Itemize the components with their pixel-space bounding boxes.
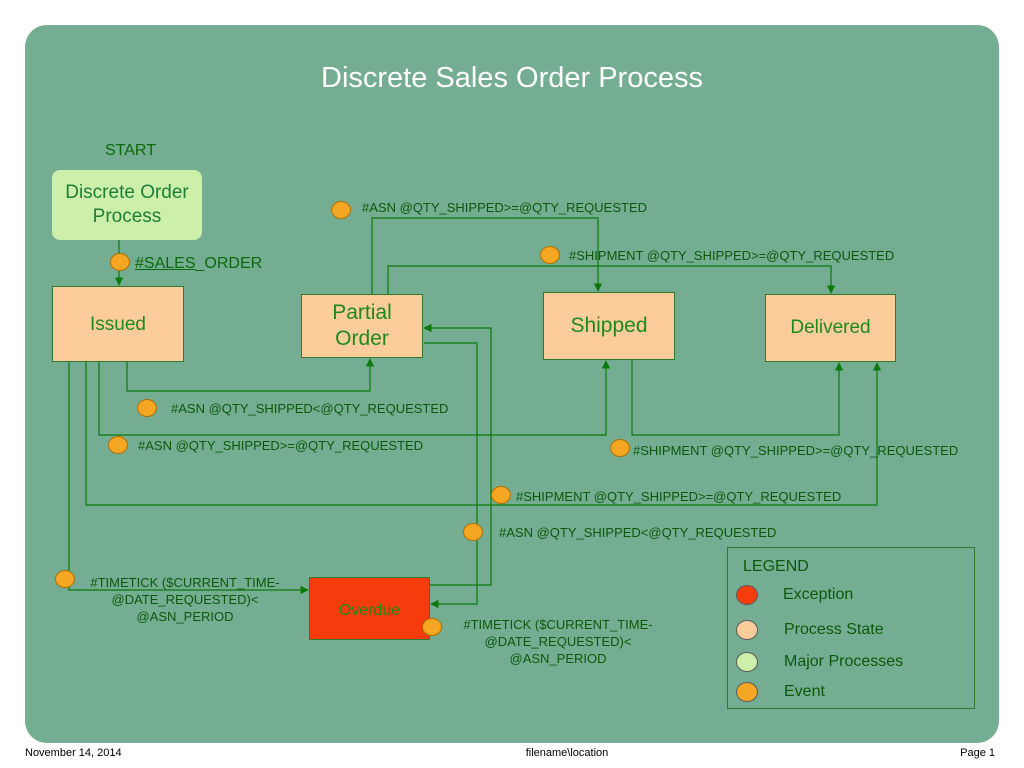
major-process-line2: Process (92, 206, 162, 227)
legend-item-major-processes: Major Processes (736, 652, 903, 672)
edge-shipped-delivered (631, 360, 844, 436)
event-asn-less-2: #ASN @QTY_SHIPPED<@QTY_REQUESTED (499, 525, 777, 540)
state-issued-label: Issued (90, 314, 146, 335)
event-shipment-mid: #SHIPMENT @QTY_SHIPPED>=@QTY_REQUESTED (516, 489, 842, 504)
edge-issued-delivered (85, 362, 882, 506)
page-title: Discrete Sales Order Process (321, 62, 703, 94)
legend-item-event: Event (736, 682, 825, 702)
event-shipment-right: #SHIPMENT @QTY_SHIPPED>=@QTY_REQUESTED (633, 443, 959, 458)
event-dot-asn-ge (108, 436, 128, 454)
diagram-canvas (25, 25, 999, 743)
edge-overdue-partial (423, 323, 492, 586)
event-dot-shipment-top (540, 246, 560, 264)
legend-swatch-event (736, 682, 758, 702)
exception-overdue-label: Overdue (338, 602, 401, 619)
major-process-line1: Discrete Order (65, 182, 189, 203)
event-dot-shipment-mid (491, 486, 511, 504)
footer-page: Page 1 (960, 747, 995, 759)
legend-item-process-state: Process State (736, 620, 884, 640)
footer-file: filename\location (525, 747, 609, 759)
state-shipped: Shipped (543, 292, 675, 360)
legend-item-exception: Exception (736, 585, 853, 605)
edge-partial-delivered (387, 265, 836, 294)
event-dot-timetick-left (55, 570, 75, 588)
edge-partial-overdue (424, 342, 478, 609)
edge-partial-shipped (371, 217, 603, 294)
edge-issued-partial (126, 358, 375, 392)
event-dot-asn-top (331, 201, 351, 219)
state-delivered: Delivered (765, 294, 896, 362)
event-asn-top: #ASN @QTY_SHIPPED>=@QTY_REQUESTED (362, 200, 648, 215)
state-delivered-label: Delivered (790, 317, 871, 338)
footer-date: November 14, 2014 (25, 747, 122, 759)
state-issued: Issued (52, 286, 184, 362)
edge-issued-overdue (68, 362, 309, 595)
legend-title: LEGEND (743, 558, 809, 575)
event-asn-less-1: #ASN @QTY_SHIPPED<@QTY_REQUESTED (171, 401, 449, 416)
event-dot-shipment-right (610, 439, 630, 457)
edge-issued-shipped (98, 360, 611, 436)
state-partial-line2: Order (335, 327, 389, 350)
state-partial-line1: Partial (332, 301, 392, 324)
exception-overdue: Overdue (309, 577, 430, 640)
event-dot-asn-less-1 (137, 399, 157, 417)
event-dot-timetick-right (422, 618, 442, 636)
legend-swatch-process-state (736, 620, 758, 640)
start-label: START (105, 142, 156, 159)
state-shipped-label: Shipped (570, 314, 648, 337)
event-dot-asn-less-2 (463, 523, 483, 541)
event-timetick-right: #TIMETICK ($CURRENT_TIME-@DATE_REQUESTED… (463, 617, 653, 666)
event-asn-ge: #ASN @QTY_SHIPPED>=@QTY_REQUESTED (138, 438, 424, 453)
legend: LEGEND Exception Process State Major Pro… (727, 547, 975, 709)
event-dot-sales-order (110, 253, 130, 271)
legend-swatch-exception (736, 585, 758, 605)
event-shipment-top: #SHIPMENT @QTY_SHIPPED>=@QTY_REQUESTED (569, 248, 895, 263)
event-timetick-left: #TIMETICK ($CURRENT_TIME-@DATE_REQUESTED… (90, 575, 280, 624)
legend-swatch-major-processes (736, 652, 758, 672)
event-sales-order: #SALES_ORDER (135, 255, 263, 272)
